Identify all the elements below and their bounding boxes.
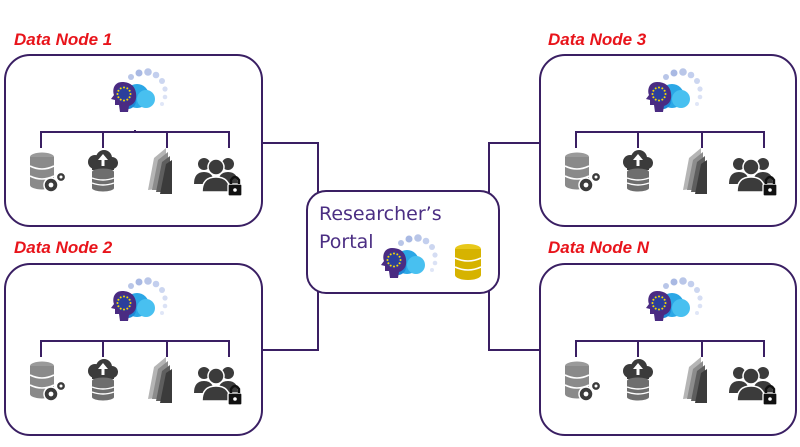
- wire-node-1: [262, 142, 319, 193]
- eu-stars-head-logo-icon: [381, 234, 438, 278]
- documents-icon: [683, 357, 707, 403]
- database-settings-icon: [564, 152, 602, 193]
- database-settings-icon: [29, 361, 67, 402]
- database-settings-icon: [564, 361, 602, 402]
- tree-connector: [40, 130, 230, 148]
- wire-node-2: [262, 291, 319, 351]
- data-node-n: [539, 263, 797, 436]
- eu-stars-head-logo-icon: [646, 68, 703, 112]
- cloud-upload-database-icon: [622, 359, 654, 402]
- node-title-2: Data Node 2: [14, 238, 113, 257]
- data-node-3: [539, 54, 797, 227]
- data-node-2: [4, 263, 263, 436]
- node-title-1: Data Node 1: [14, 30, 113, 49]
- portal-title-line-2: Portal: [319, 231, 374, 253]
- locked-users-group-icon: [194, 365, 244, 407]
- node-title-3: Data Node 3: [548, 30, 647, 49]
- documents-icon: [148, 357, 172, 403]
- wire-node-n: [488, 291, 540, 351]
- researchers-portal[interactable]: Researcher’s Portal: [306, 190, 500, 294]
- cloud-upload-database-icon: [87, 359, 119, 402]
- tree-connector: [40, 340, 230, 357]
- eu-stars-head-logo-icon: [111, 277, 168, 321]
- cloud-upload-database-icon: [622, 150, 654, 193]
- locked-users-group-icon: [194, 156, 244, 198]
- portal-title-line-1: Researcher’s: [319, 203, 442, 225]
- gold-database-icon: [454, 244, 482, 280]
- database-settings-icon: [29, 152, 67, 193]
- node-title-n: Data Node N: [548, 238, 650, 257]
- cloud-upload-database-icon: [87, 150, 119, 193]
- locked-users-group-icon: [729, 365, 779, 407]
- locked-users-group-icon: [729, 156, 779, 198]
- documents-icon: [683, 148, 707, 194]
- wire-node-3: [488, 142, 540, 193]
- eu-stars-head-logo-icon: [111, 68, 168, 112]
- tree-connector: [575, 340, 765, 357]
- tree-connector: [575, 131, 765, 148]
- documents-icon: [148, 148, 172, 194]
- eu-stars-head-logo-icon: [646, 277, 703, 321]
- data-node-1: [4, 54, 263, 227]
